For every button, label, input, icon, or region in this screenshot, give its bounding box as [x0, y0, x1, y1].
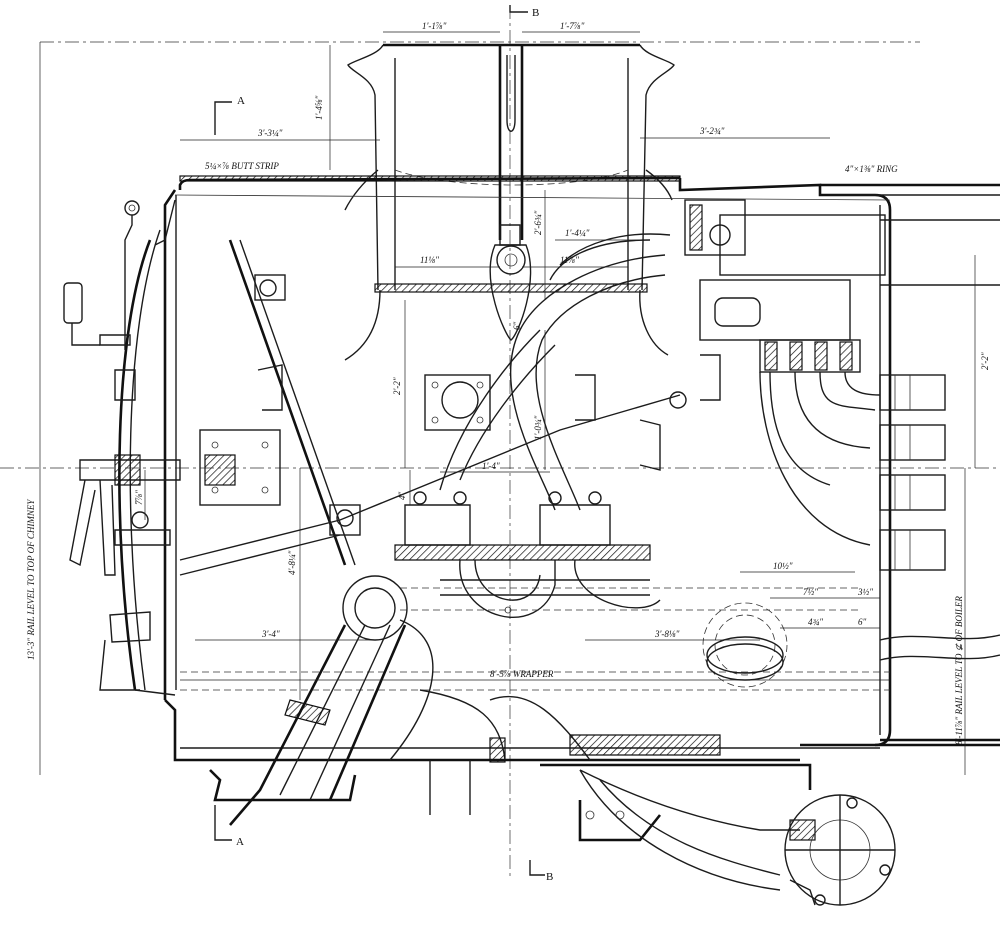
dim-3-half: 3½" — [857, 587, 873, 597]
center-height: 2'-2" — [392, 377, 402, 395]
chimney-height: 1'-4⅝" — [314, 95, 324, 120]
horizontal-1-4: 1'-4" — [482, 461, 500, 471]
dim-7-half: 7½" — [803, 587, 818, 597]
nozzle-width: 1'-4¼" — [565, 228, 590, 238]
nozzle-right-dim: 11⅞" — [560, 255, 579, 265]
blast-pipe — [394, 491, 661, 618]
section-b-bottom-label: B — [546, 871, 553, 883]
cylinder-outlines — [400, 587, 1000, 688]
wrapper-dim: 8'-5⅞ WRAPPER — [490, 669, 554, 679]
chimney-right-width: 1'-7⅞" — [560, 21, 585, 31]
superheater-header — [684, 199, 1000, 571]
small-4-dim: 4" — [397, 492, 407, 501]
left-3-4-dim: 3'-4" — [261, 629, 280, 639]
section-markers — [214, 5, 545, 876]
section-a-bottom-label: A — [236, 836, 244, 848]
dim-10-half: 10½" — [773, 561, 793, 571]
nozzle-left-dim: 11⅛" — [420, 255, 439, 265]
left-vertical-overall: 13'-3" RAIL LEVEL TO TOP OF CHIMNEY — [26, 499, 36, 660]
butt-strip-label: 5¼×⅞ BUTT STRIP — [205, 161, 279, 171]
brackets — [199, 374, 687, 506]
ring-label: 4"×1⅜" RING — [845, 164, 898, 174]
small-7-dim: 7⅞" — [134, 490, 144, 505]
right-radius: 3'-2¾" — [699, 126, 725, 136]
smokebox-door — [63, 199, 181, 696]
dim-six: 6" — [858, 617, 867, 627]
pipe-vertical-dim: 1'-0¾" — [533, 415, 543, 440]
dim-4-three: 4¾" — [808, 617, 823, 627]
right-top-dim: 2'-2" — [980, 352, 990, 370]
petticoat-height: 2'-6¾" — [533, 210, 543, 235]
left-4-8-dim: 4'-8¼" — [287, 550, 297, 575]
section-a-top-label: A — [237, 95, 245, 107]
pipe-small-dim: 6" — [512, 322, 522, 331]
left-radius: 3'-3¼" — [257, 128, 283, 138]
chimney — [344, 43, 675, 361]
smokebox-shell — [163, 175, 1000, 762]
chimney-left-width: 1'-1⅞" — [422, 21, 447, 31]
dimension-lines — [39, 31, 976, 775]
right-vertical-overall: 8'-11⅞" RAIL LEVEL TO ⊈ OF BOILER — [954, 596, 964, 745]
right-3-8-dim: 3'-8⅛" — [654, 629, 680, 639]
labels: A A B B 1'-1⅞" 1'-7⅞" 1'-4⅝" 3'-3¼" 3'-2… — [26, 7, 990, 883]
deflector-plate — [228, 239, 361, 566]
section-b-top-label: B — [532, 7, 539, 19]
center-lines — [0, 5, 1000, 880]
saddle-castings — [209, 575, 896, 906]
